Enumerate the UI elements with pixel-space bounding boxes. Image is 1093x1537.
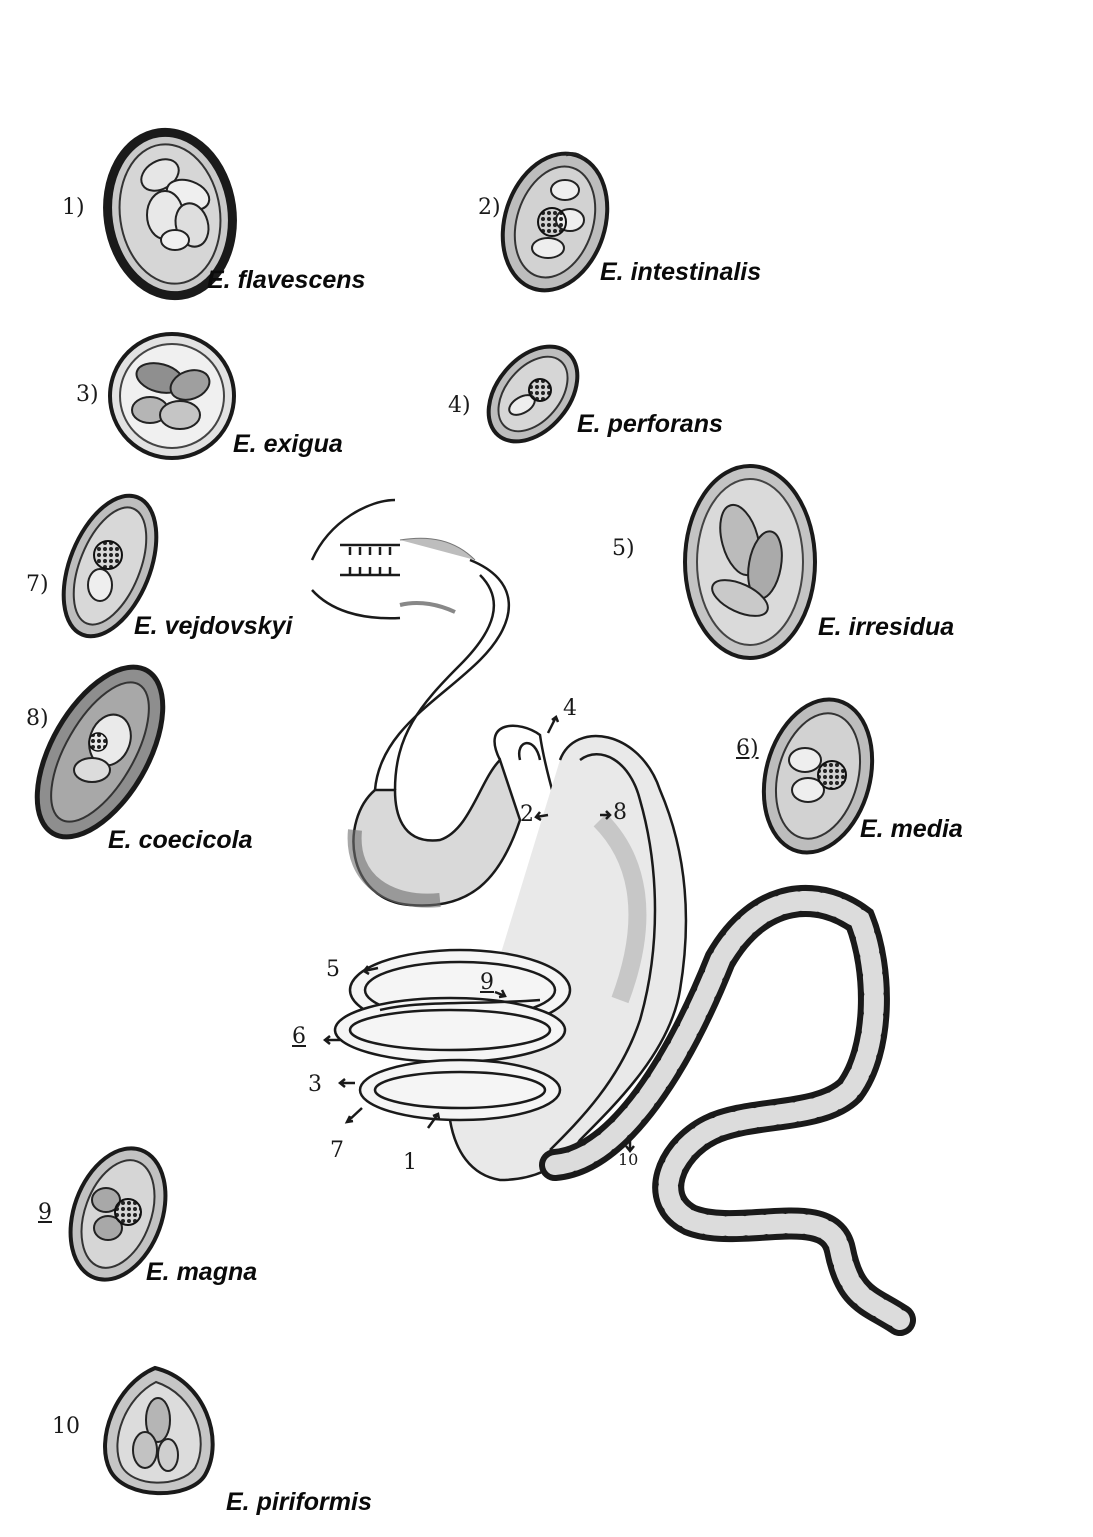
oocyst-1-name: E. flavescens [207,266,365,295]
gut-label-3: 3 [308,1072,322,1097]
oocyst-8-name: E. coecicola [108,826,253,855]
oocyst-8-number: 8) [26,706,49,731]
oocyst-6-name: E. media [860,815,963,844]
gut-label-2: 2 [520,802,534,827]
gut-label-8: 8 [613,800,627,825]
oocyst-4-name: E. perforans [577,410,723,439]
oocyst-1-number: 1) [62,195,85,220]
rabbit-digestive-tract-drawing [312,500,900,1320]
oocyst-4-number: 4) [448,393,471,418]
oocyst-3-number: 3) [76,382,99,407]
gut-label-6: 6 [292,1024,306,1049]
oocyst-6-number: 6) [736,736,759,761]
gut-label-7: 7 [330,1138,344,1163]
oocyst-7-number: 7) [26,572,49,597]
oocyst-5-number: 5) [612,536,635,561]
oocyst-2-number: 2) [478,195,501,220]
gut-label-4: 4 [563,696,577,721]
oocyst-5-name: E. irresidua [818,613,954,642]
gut-label-1: 1 [403,1150,417,1175]
oocyst-2-name: E. intestinalis [600,258,761,287]
oocyst-7-name: E. vejdovskyi [134,612,292,641]
oocyst-9-name: E. magna [146,1258,257,1287]
oocyst-3-name: E. exigua [233,430,343,459]
oocyst-4-drawing [471,329,596,458]
oocyst-5-drawing [685,466,815,658]
oocyst-10-name: E. piriformis [226,1488,372,1517]
oocyst-10-drawing [105,1368,213,1493]
oocyst-3-drawing [110,334,234,458]
gut-label-9: 9 [480,970,494,995]
oocyst-9-number: 9 [38,1200,52,1225]
gut-label-10: 10 [618,1150,638,1169]
oocyst-10-number: 10 [52,1414,80,1439]
gut-label-5: 5 [326,957,340,982]
